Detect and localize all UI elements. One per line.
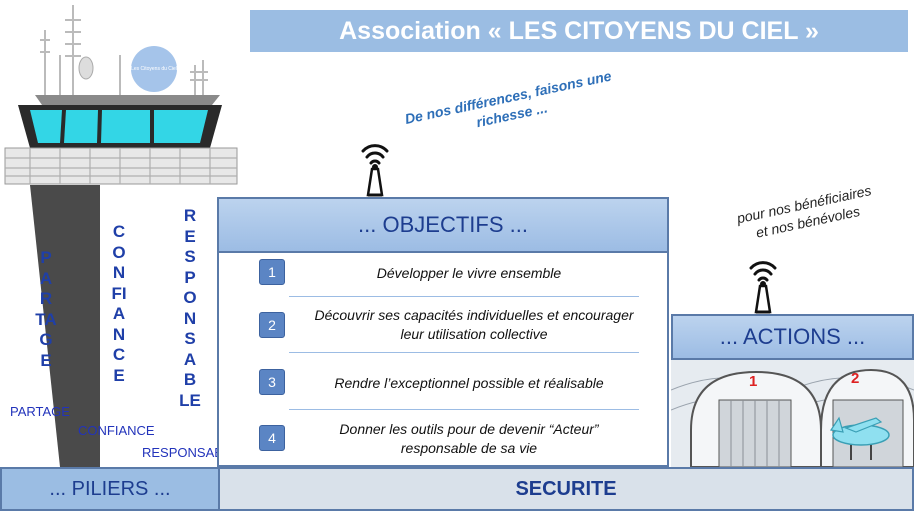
pillar-label-partage: PARTAGE: [10, 404, 70, 419]
pillar-vertical-responsable: RESPONSABLE: [179, 206, 201, 410]
actions-header: ... ACTIONS ...: [671, 314, 914, 360]
objective-text: Développer le vivre ensemble: [299, 259, 639, 287]
objective-text: Découvrir ses capacités individuelles et…: [289, 303, 659, 347]
pillar-label-responsable: RESPONSABLE: [142, 445, 239, 460]
objective-text: Rendre l’exceptionnel possible et réalis…: [299, 369, 639, 397]
logo-text: Les Citoyens du Ciel: [131, 66, 177, 72]
tower-shadow: [30, 185, 100, 467]
pillar-label-confiance: CONFIANCE: [78, 423, 155, 438]
objective-line: Découvrir ses capacités individuelles et…: [314, 307, 634, 323]
tagline-diversity: De nos différences, faisons une richesse…: [394, 64, 626, 147]
objective-line: leur utilisation collective: [400, 326, 548, 342]
objective-text: Donner les outils pour de devenir “Acteu…: [299, 417, 639, 461]
association-logo: Les Citoyens du Ciel: [131, 46, 177, 92]
hangars-illustration: [671, 360, 914, 467]
objective-line: Développer le vivre ensemble: [376, 264, 562, 281]
objective-line: Rendre l’exceptionnel possible et réalis…: [334, 374, 604, 391]
objectifs-panel: ... OBJECTIFS ... 1 Développer le vivre …: [217, 197, 669, 467]
objective-line: responsable de sa vie: [400, 440, 538, 456]
hangar-number: 2: [851, 370, 860, 387]
divider: [289, 352, 639, 353]
hangar-number: 1: [749, 373, 758, 390]
divider: [289, 296, 639, 297]
title-banner: Association « LES CITOYENS DU CIEL »: [250, 10, 908, 52]
objectifs-header: ... OBJECTIFS ...: [219, 199, 667, 253]
objective-number: 4: [259, 425, 285, 451]
antenna-signal-icon: [361, 144, 389, 197]
pillar-vertical-confiance: CONFIANCE: [111, 222, 127, 385]
divider: [289, 409, 639, 410]
page-title: Association « LES CITOYENS DU CIEL »: [339, 16, 819, 45]
objective-line: Donner les outils pour de devenir “Acteu…: [339, 421, 599, 437]
objective-number: 1: [259, 259, 285, 285]
antenna-signal-icon: [749, 261, 777, 314]
airplane-icon: [829, 416, 890, 460]
securite-bar: SECURITE: [220, 467, 914, 511]
objective-number: 2: [259, 312, 285, 338]
pillar-vertical-partage: PARTAGE: [35, 248, 57, 370]
control-tower-illustration: [4, 5, 238, 467]
tower-windows: [30, 110, 208, 143]
piliers-bar: ... PILIERS ...: [0, 467, 220, 511]
tagline-beneficiaries: pour nos bénéficiaires et nos bénévoles: [724, 179, 888, 247]
dish-icon: [78, 56, 94, 80]
antenna-mast: [40, 5, 208, 95]
objective-number: 3: [259, 369, 285, 395]
